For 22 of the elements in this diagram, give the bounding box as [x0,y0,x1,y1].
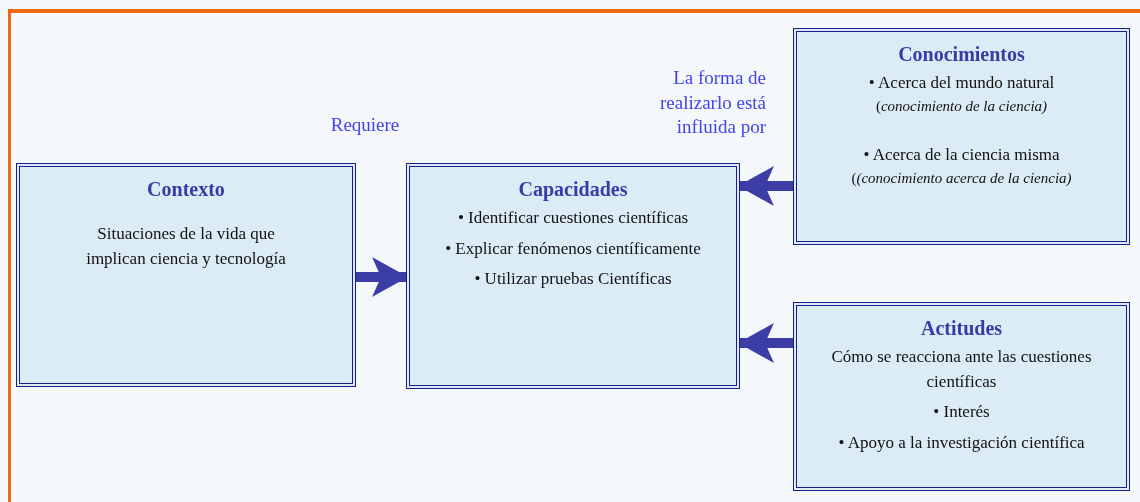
box-heading: Conocimientos [897,42,1026,67]
box-heading: Contexto [146,177,226,202]
box-text: • Acerca de la ciencia misma [862,144,1061,167]
box-text: • Identificar cuestiones científicas [456,207,690,229]
box-text: • Utilizar pruebas Científicas [473,268,673,291]
box-text: • Apoyo a la investigación científica [837,431,1086,454]
annotation-text: La forma de realizarlo está influida por [659,66,766,140]
box-heading: Actitudes [919,316,1004,341]
annotation-text: Requiere [329,113,401,137]
box-text: ((conocimiento acerca de la ciencia) [850,169,1073,189]
box-heading: Capacidades [517,177,629,203]
box-text: • Acerca del mundo natural [867,72,1056,94]
box-text: Cómo se reacciona ante las cuestiones científicas [830,346,1093,393]
text-box [793,302,1130,491]
text-box [793,28,1130,245]
block-arrow [356,257,408,297]
text-box [16,163,356,387]
box-text: (conocimiento de la ciencia) [874,96,1049,116]
box-text: • Interés [932,401,991,424]
box-text: Situaciones de la vida que implican ciencia y tecnología [86,223,286,270]
box-text: • Explicar fenómenos científicamente [444,237,702,260]
text-box [406,163,740,389]
